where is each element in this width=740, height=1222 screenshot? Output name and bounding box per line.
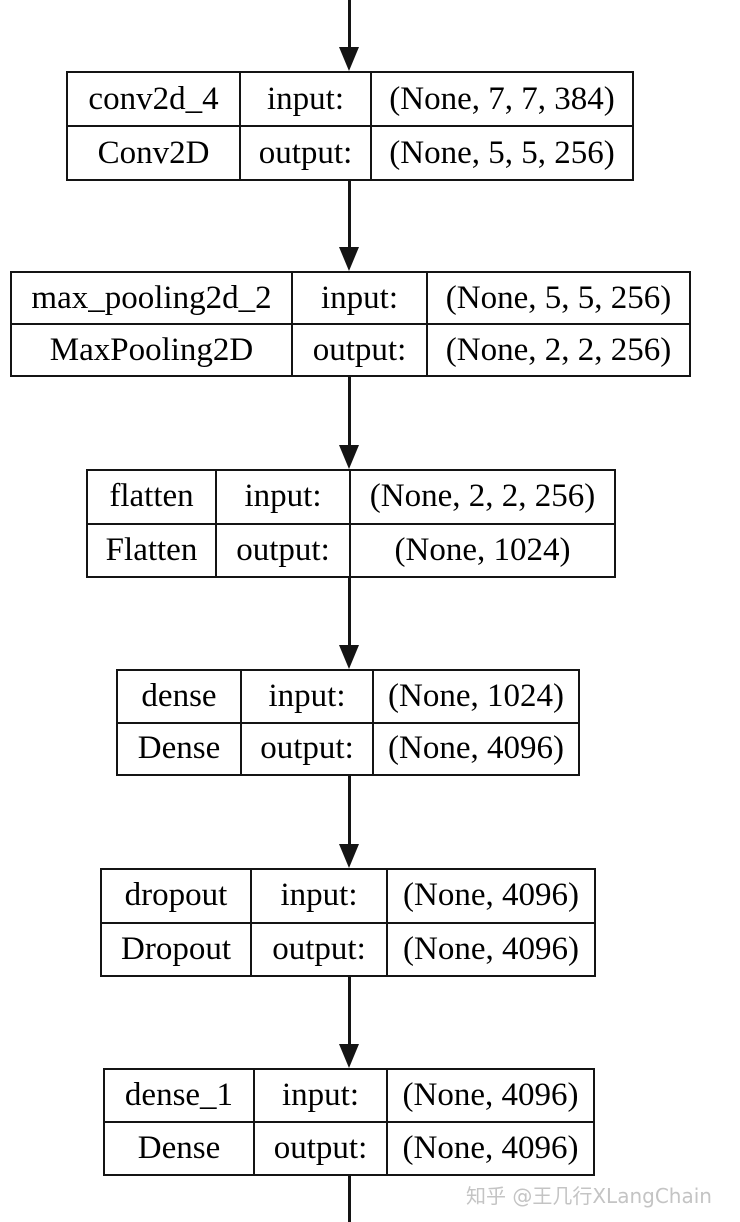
node-row-input: conv2d_4 input: (None, 7, 7, 384) <box>68 73 632 125</box>
layer-type: Conv2D <box>97 134 210 171</box>
node-row-input: dense_1 input: (None, 4096) <box>105 1070 593 1121</box>
layer-name: flatten <box>109 478 194 515</box>
output-label: output: <box>215 524 349 576</box>
layer-node-dense: dense input: (None, 1024) Dense output: … <box>116 669 580 776</box>
flow-line-3 <box>348 578 351 645</box>
input-label: input: <box>253 1070 386 1121</box>
input-label: input: <box>291 273 426 323</box>
layer-type: Flatten <box>105 531 198 568</box>
layer-node-conv2d-4: conv2d_4 input: (None, 7, 7, 384) Conv2D… <box>66 71 634 181</box>
layer-type: Dropout <box>121 930 231 967</box>
flow-line-2 <box>348 377 351 445</box>
output-label: output: <box>240 723 372 774</box>
node-row-output: Flatten output: (None, 1024) <box>88 522 614 576</box>
input-shape: (None, 4096) <box>386 1070 593 1121</box>
node-row-output: Dense output: (None, 4096) <box>105 1121 593 1174</box>
layer-type: Dense <box>137 1130 221 1166</box>
output-label: output: <box>250 923 386 975</box>
arrowhead-icon-1 <box>339 247 359 271</box>
output-shape: (None, 4096) <box>386 923 594 975</box>
flow-line-4 <box>348 776 351 844</box>
input-label: input: <box>240 671 372 722</box>
output-shape: (None, 1024) <box>349 524 614 576</box>
node-row-input: flatten input: (None, 2, 2, 256) <box>88 471 614 523</box>
output-label: output: <box>253 1123 386 1174</box>
input-label: input: <box>239 73 370 125</box>
input-label: input: <box>215 471 349 523</box>
layer-node-flatten: flatten input: (None, 2, 2, 256) Flatten… <box>86 469 616 578</box>
input-shape: (None, 2, 2, 256) <box>349 471 614 523</box>
layer-node-dropout: dropout input: (None, 4096) Dropout outp… <box>100 868 596 977</box>
input-shape: (None, 5, 5, 256) <box>426 273 689 323</box>
zhihu-watermark: 知乎 @王几行XLangChain <box>466 1184 712 1208</box>
flow-line-5 <box>348 977 351 1044</box>
node-row-input: dropout input: (None, 4096) <box>102 870 594 922</box>
output-shape: (None, 4096) <box>386 1123 593 1174</box>
node-row-output: MaxPooling2D output: (None, 2, 2, 256) <box>12 323 689 375</box>
output-shape: (None, 4096) <box>372 723 578 774</box>
layer-name: dense <box>141 677 217 714</box>
node-row-input: dense input: (None, 1024) <box>118 671 578 722</box>
layer-name: dense_1 <box>124 1077 234 1113</box>
node-row-output: Dense output: (None, 4096) <box>118 721 578 774</box>
flow-line-1 <box>348 181 351 247</box>
input-shape: (None, 4096) <box>386 870 594 922</box>
layer-name: conv2d_4 <box>88 80 219 117</box>
output-shape: (None, 2, 2, 256) <box>426 325 689 375</box>
input-shape: (None, 7, 7, 384) <box>370 73 632 125</box>
output-label: output: <box>239 127 370 179</box>
arrowhead-icon-0 <box>339 47 359 71</box>
input-label: input: <box>250 870 386 922</box>
layer-name: dropout <box>124 877 228 914</box>
output-label: output: <box>291 325 426 375</box>
layer-type: Dense <box>137 730 221 767</box>
layer-node-dense-1: dense_1 input: (None, 4096) Dense output… <box>103 1068 595 1176</box>
output-shape: (None, 5, 5, 256) <box>370 127 632 179</box>
arrowhead-icon-3 <box>339 645 359 669</box>
input-shape: (None, 1024) <box>372 671 578 722</box>
flow-line-0 <box>348 0 351 47</box>
layer-name: max_pooling2d_2 <box>31 279 272 316</box>
layer-type: MaxPooling2D <box>49 331 254 368</box>
node-row-output: Dropout output: (None, 4096) <box>102 921 594 975</box>
arrowhead-icon-2 <box>339 445 359 469</box>
node-row-output: Conv2D output: (None, 5, 5, 256) <box>68 125 632 179</box>
arrowhead-icon-5 <box>339 1044 359 1068</box>
node-row-input: max_pooling2d_2 input: (None, 5, 5, 256) <box>12 273 689 323</box>
flow-line-6 <box>348 1176 351 1222</box>
arrowhead-icon-4 <box>339 844 359 868</box>
layer-node-max-pooling2d-2: max_pooling2d_2 input: (None, 5, 5, 256)… <box>10 271 691 377</box>
